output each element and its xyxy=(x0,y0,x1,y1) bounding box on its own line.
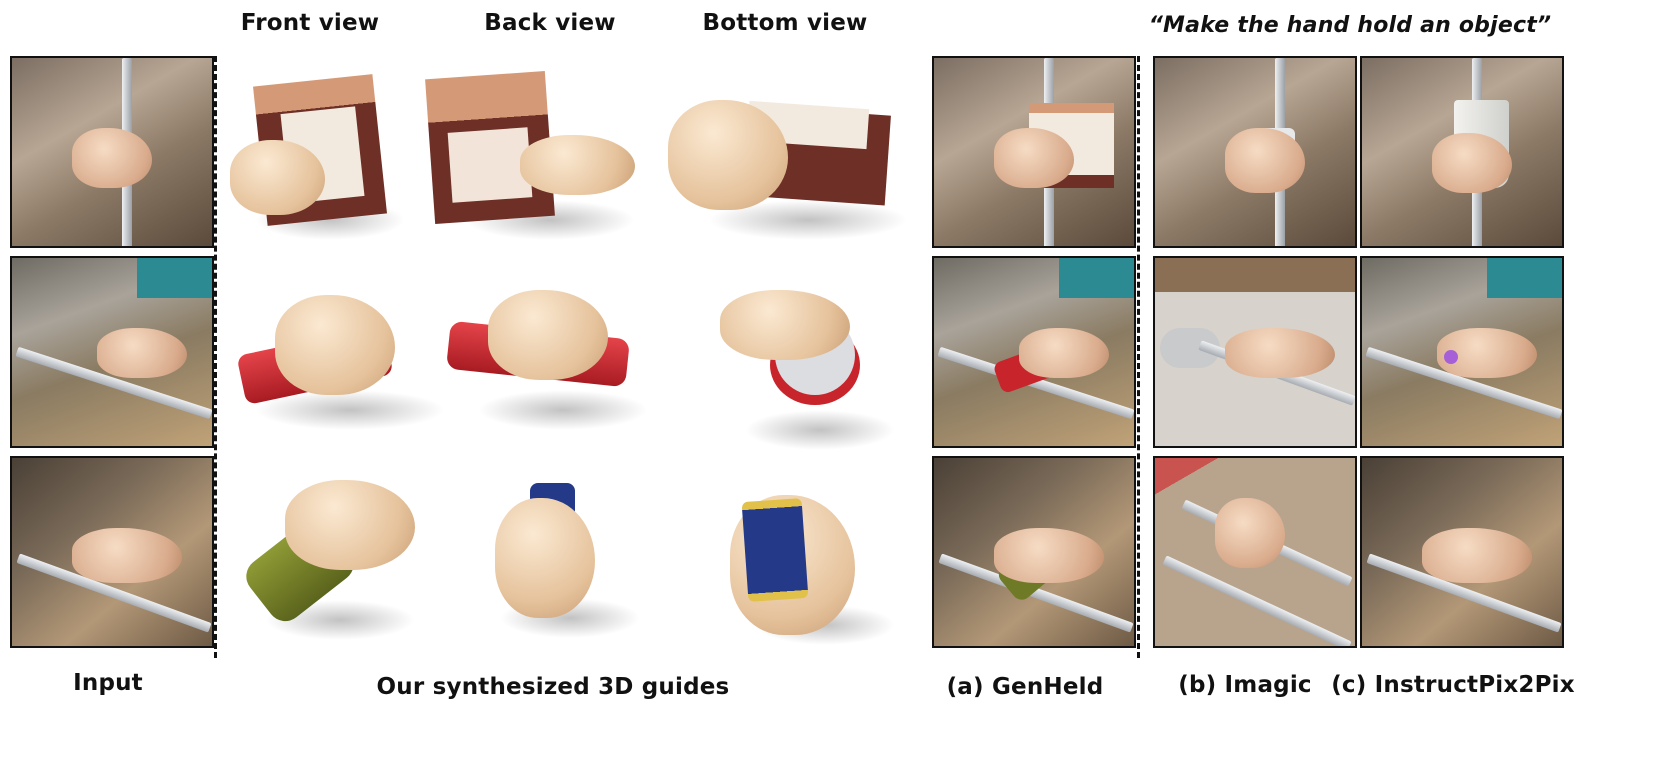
guide-front-tin xyxy=(239,480,425,640)
instructpix2pix-photo-3 xyxy=(1360,456,1564,648)
imagic-photo-3 xyxy=(1153,456,1357,648)
guide-back-tin xyxy=(490,478,640,638)
guide-bottom-can xyxy=(715,290,895,450)
genheld-photo-2 xyxy=(932,256,1136,448)
input-photo-2 xyxy=(10,256,214,448)
genheld-photo-3 xyxy=(932,456,1136,648)
guide-bottom-tin xyxy=(725,475,895,645)
caption-genheld: (a) GenHeld xyxy=(946,674,1104,700)
divider-right xyxy=(1137,56,1140,658)
header-bottom-view: Bottom view xyxy=(702,10,868,36)
input-photo-3 xyxy=(10,456,214,648)
caption-instructpix2pix: (c) InstructPix2Pix xyxy=(1331,672,1575,698)
header-prompt: “Make the hand hold an object” xyxy=(1148,13,1552,38)
header-front-view: Front view xyxy=(240,10,380,36)
guide-front-box xyxy=(225,70,405,240)
guide-back-can xyxy=(445,290,648,430)
guide-back-box xyxy=(425,70,645,240)
guide-front-can xyxy=(235,290,445,430)
genheld-photo-1 xyxy=(932,56,1136,248)
guide-bottom-box xyxy=(668,90,918,240)
instructpix2pix-photo-1 xyxy=(1360,56,1564,248)
caption-guides: Our synthesized 3D guides xyxy=(376,674,730,700)
imagic-photo-1 xyxy=(1153,56,1357,248)
caption-input: Input xyxy=(73,670,143,696)
caption-imagic: (b) Imagic xyxy=(1178,672,1312,698)
input-photo-1 xyxy=(10,56,214,248)
imagic-photo-2 xyxy=(1153,256,1357,448)
header-back-view: Back view xyxy=(484,10,616,36)
instructpix2pix-photo-2 xyxy=(1360,256,1564,448)
divider-left xyxy=(214,56,217,658)
